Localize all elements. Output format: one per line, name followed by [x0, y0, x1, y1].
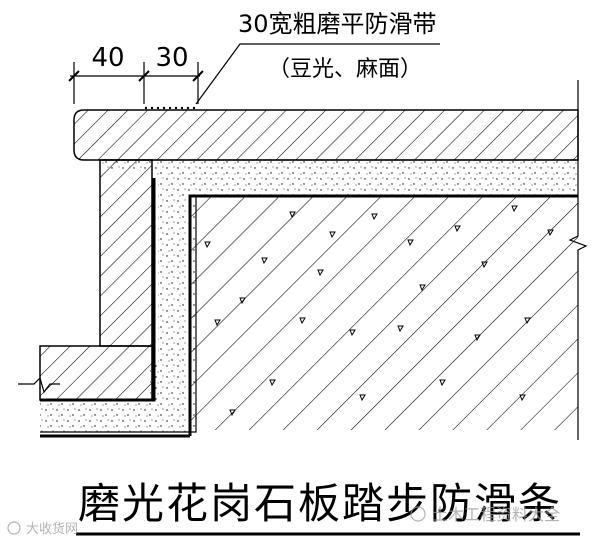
- watermark-right: 土木工程资料大全: [410, 505, 560, 524]
- granite-lower-tread-slab: [39, 345, 153, 401]
- mortar-bedding-layer: [40, 160, 578, 432]
- granite-riser-slab: [99, 159, 153, 347]
- callout-label-anti-slip-band: 30宽粗磨平防滑带: [238, 10, 437, 38]
- dimension-30: 30: [155, 43, 188, 73]
- break-lines: [18, 80, 588, 440]
- wechat-logo-icon: [7, 521, 21, 535]
- watermark-right-text: 土木工程资料大全: [432, 505, 560, 524]
- drawing-title: 磨光花岗石板踏步防滑条: [78, 479, 562, 528]
- watermark-left-text: 大收货网: [26, 521, 78, 537]
- wechat-logo-icon: [410, 506, 426, 522]
- dimension-line: [68, 62, 204, 104]
- concrete-boundary-line: [188, 194, 578, 436]
- callout-leader-line: [195, 43, 440, 105]
- granite-tread-slab: [73, 109, 579, 161]
- concrete-aggregate-marks: [204, 205, 554, 417]
- watermark-left: 大收货网: [7, 521, 78, 537]
- callout-label-surface-finish: （豆光、麻面）: [268, 57, 422, 82]
- anti-slip-strip: [144, 106, 196, 110]
- concrete-stair-body: [190, 196, 578, 430]
- dimension-40: 40: [91, 43, 124, 73]
